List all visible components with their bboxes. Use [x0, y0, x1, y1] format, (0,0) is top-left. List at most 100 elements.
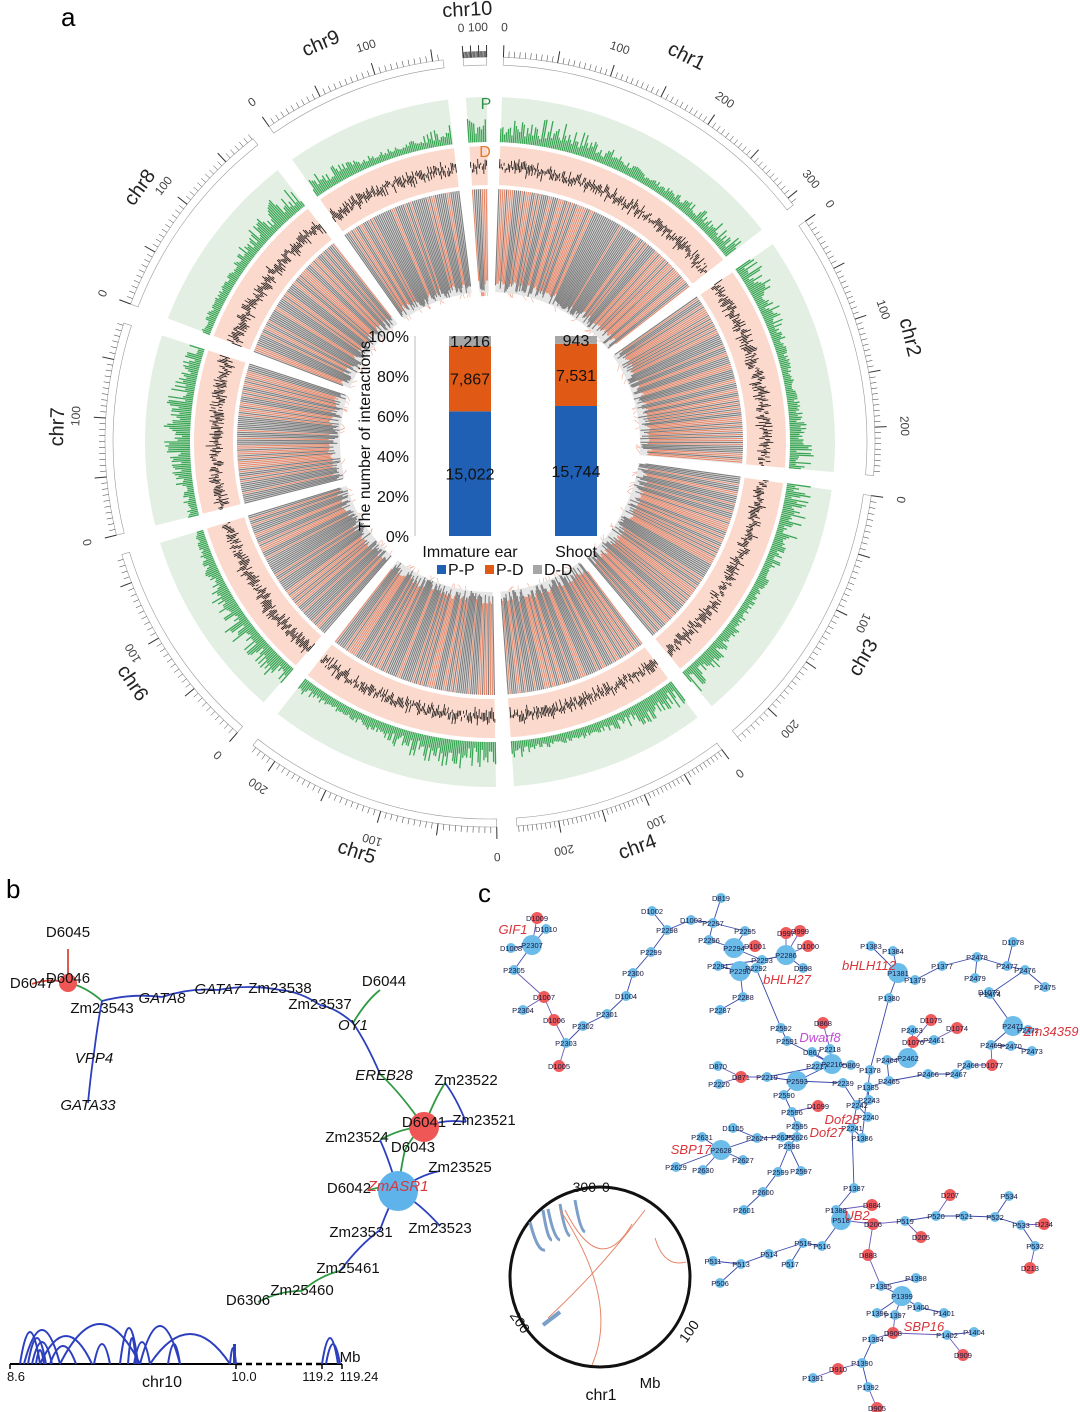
tick-mark — [102, 494, 109, 496]
tick-mark — [835, 270, 842, 274]
tick-mark — [773, 177, 779, 182]
node-label-P1404: P1404 — [963, 1328, 985, 1337]
tick-mark — [619, 804, 622, 811]
tick-label-chr5: 0 — [493, 850, 500, 864]
tick-mark — [871, 387, 878, 389]
legend-label-D-D: D-D — [544, 562, 572, 579]
tick-mark — [350, 76, 353, 83]
tick-mark — [413, 58, 416, 65]
tick-mark — [840, 280, 847, 284]
node-P1402 — [942, 1330, 952, 1340]
links-grey-chr2 — [614, 296, 744, 459]
gene-label-Dof28: Dof28 — [825, 1112, 860, 1127]
node-label-P2297: P2297 — [702, 919, 724, 928]
tick-mark — [699, 764, 704, 771]
node-label-P2462: P2462 — [897, 1054, 919, 1063]
tick-mark — [320, 790, 327, 802]
tick-mark — [307, 782, 311, 788]
node-label-P2597: P2597 — [790, 1167, 812, 1176]
tick-mark — [865, 524, 872, 527]
tick-mark — [754, 157, 759, 163]
node-label-P2598: P2598 — [778, 1142, 800, 1151]
tick-mark — [419, 57, 422, 64]
tick-mark — [228, 728, 233, 734]
tick-mark — [136, 274, 142, 278]
node-P2479 — [970, 973, 980, 983]
tick-mark — [549, 822, 552, 829]
node-label-P1388: P1388 — [825, 1206, 847, 1215]
tick-mark — [296, 776, 301, 783]
tick-mark — [133, 280, 140, 284]
chromosome-label-chr9: chr9 — [299, 26, 343, 61]
node-label-P2296: P2296 — [698, 936, 720, 945]
tick-label-chr9: 100 — [354, 36, 378, 55]
tick-mark — [675, 99, 679, 105]
d-track-signal-chr9 — [329, 162, 457, 223]
node-label-P1383: P1383 — [860, 942, 882, 951]
node-label-P2300: P2300 — [622, 969, 644, 978]
tick-mark — [717, 752, 722, 758]
chromosome-label-chr3: chr3 — [844, 635, 883, 680]
tick-mark — [784, 690, 789, 695]
tick-mark — [155, 238, 162, 243]
node-label-P2239: P2239 — [832, 1079, 854, 1088]
tick-mark — [189, 191, 195, 196]
tick-mark — [197, 182, 203, 187]
tick-mark — [170, 663, 176, 668]
p-track-bg-chr3 — [682, 483, 832, 707]
node-D868 — [817, 1017, 829, 1029]
tick-mark — [146, 253, 153, 258]
node-label-GATA7: GATA7 — [195, 981, 243, 998]
interaction-arc — [93, 1343, 111, 1365]
tick-mark — [101, 393, 108, 395]
tick-mark — [795, 676, 801, 681]
node-label-P2301: P2301 — [596, 1010, 618, 1019]
tick-mark — [652, 790, 656, 797]
tick-mark — [333, 795, 337, 801]
node-D998 — [798, 963, 808, 973]
node-P2593 — [787, 1071, 807, 1091]
tick-mark — [361, 805, 365, 812]
stacked-bar-chart: 0%20%40%60%80%100%The number of interact… — [357, 329, 601, 579]
tick-mark — [256, 750, 261, 757]
node-label-P2478: P2478 — [966, 953, 988, 962]
y-tick-label: 20% — [377, 489, 409, 506]
node-P2218 — [825, 1044, 835, 1054]
edge-P1395-P1398 — [880, 1277, 917, 1287]
node-label-P2286: P2286 — [775, 951, 797, 960]
node-label-P2471: P2471 — [1002, 1022, 1024, 1031]
inset-arc — [573, 1199, 586, 1234]
axis-label-left: 8.6 — [7, 1369, 25, 1384]
tick-mark — [328, 85, 331, 92]
links-red-chr10 — [471, 189, 489, 285]
node-P2463 — [907, 1025, 917, 1035]
tick-mark — [105, 369, 112, 372]
tick-mark — [430, 49, 434, 62]
tick-mark — [407, 818, 410, 825]
chromosome-band-chr4 — [515, 742, 723, 827]
tick-mark — [333, 83, 337, 90]
node-hub-D6041 — [409, 1112, 439, 1142]
tick-mark — [833, 262, 845, 269]
node-label-D1006: D1006 — [543, 1016, 565, 1025]
node-label-P2293: P2293 — [751, 956, 773, 965]
node-label-Zm23521: Zm23521 — [452, 1112, 515, 1129]
node-P2468 — [963, 1060, 973, 1070]
tick-mark — [841, 598, 848, 602]
tick-mark — [93, 416, 106, 419]
tick-mark — [165, 224, 171, 228]
tick-mark — [825, 631, 831, 635]
node-label-P2290: P2290 — [729, 967, 751, 976]
tick-mark — [720, 129, 725, 135]
tick-mark — [552, 56, 554, 63]
node-D1079 — [984, 987, 994, 997]
node-label-P1380: P1380 — [878, 994, 900, 1003]
tick-mark — [103, 381, 110, 383]
node-D1008 — [506, 943, 516, 953]
node-label-P2474: P2474 — [979, 990, 1001, 999]
node-D1010 — [541, 924, 551, 934]
node-label-P1400: P1400 — [907, 1303, 929, 1312]
node-P2625 — [777, 1132, 787, 1142]
tick-mark — [714, 754, 719, 760]
edge-Zm25460-D6306 — [257, 1290, 303, 1303]
